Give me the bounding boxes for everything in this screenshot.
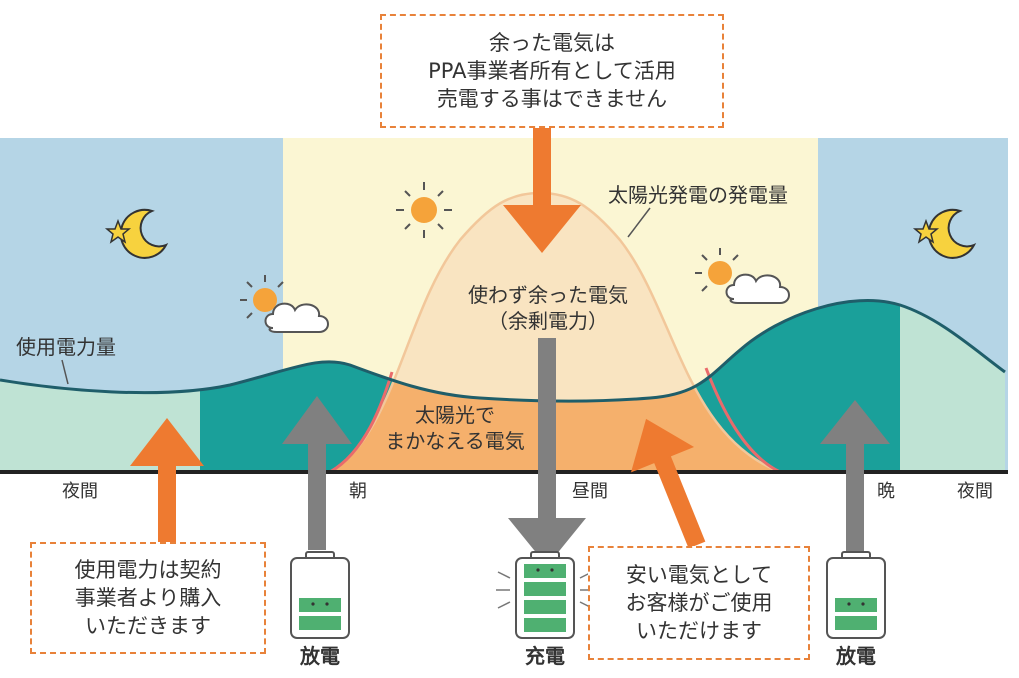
time-label-morning: 朝 bbox=[349, 481, 367, 502]
cheap-use-callout: 安い電気として お客様がご使用 いただけます bbox=[588, 546, 810, 660]
sun-cloud-icon bbox=[240, 275, 329, 333]
surplus-area-sublabel: （余剰電力） bbox=[488, 309, 608, 333]
moon-star-icon bbox=[912, 208, 977, 259]
generation-curve-edge-right bbox=[704, 367, 781, 474]
surplus-callout-line-1: 余った電気は bbox=[489, 31, 615, 55]
battery-icon bbox=[826, 551, 886, 639]
surplus-callout: 余った電気は PPA事業者所有として活用 売電する事はできません bbox=[380, 14, 724, 128]
usage-label-leader bbox=[61, 359, 69, 385]
cheap-use-callout-line-1: 安い電気として bbox=[625, 563, 773, 587]
battery-icon bbox=[496, 551, 594, 639]
battery-label-discharge-evening: 放電 bbox=[835, 644, 876, 668]
cheap-use-callout-line-3: いただけます bbox=[636, 619, 762, 643]
discharge-arrow-morning bbox=[282, 396, 352, 550]
moon-star-icon bbox=[104, 208, 169, 259]
solar-cover-label-1: 太陽光で bbox=[415, 403, 495, 427]
time-label-evening: 晩 bbox=[877, 481, 895, 502]
purchase-arrow bbox=[130, 418, 204, 544]
surplus-callout-line-2: PPA事業者所有として活用 bbox=[428, 59, 676, 83]
purchase-callout: 使用電力は契約 事業者より購入 いただきます bbox=[30, 542, 266, 654]
surplus-area-label: 使わず余った電気 bbox=[468, 283, 628, 307]
charge-arrow bbox=[508, 338, 586, 566]
time-label-night-right: 夜間 bbox=[957, 481, 993, 502]
surplus-arrow bbox=[503, 128, 581, 253]
cheap-use-arrow bbox=[631, 418, 706, 549]
time-label-night-left: 夜間 bbox=[62, 481, 98, 502]
cheap-use-callout-line-2: お客様がご使用 bbox=[625, 591, 773, 615]
battery-icon bbox=[290, 551, 350, 639]
generation-label-leader bbox=[627, 207, 651, 238]
battery-label-discharge-morning: 放電 bbox=[299, 644, 340, 668]
generation-label: 太陽光発電の発電量 bbox=[608, 183, 788, 207]
solar-cover-label-2: まかなえる電気 bbox=[385, 429, 524, 453]
purchase-callout-line-1: 使用電力は契約 bbox=[74, 558, 222, 582]
purchase-callout-line-3: いただきます bbox=[85, 614, 211, 638]
battery-label-charge: 充電 bbox=[525, 644, 565, 668]
usage-label: 使用電力量 bbox=[16, 335, 116, 359]
generation-curve-edge-left bbox=[329, 371, 394, 474]
discharge-arrow-evening bbox=[820, 400, 890, 555]
sun-cloud-icon bbox=[695, 248, 790, 304]
sun-icon bbox=[396, 182, 452, 238]
surplus-callout-line-3: 売電する事はできません bbox=[436, 87, 668, 111]
time-label-daytime: 昼間 bbox=[572, 481, 608, 502]
purchase-callout-line-2: 事業者より購入 bbox=[74, 586, 222, 610]
